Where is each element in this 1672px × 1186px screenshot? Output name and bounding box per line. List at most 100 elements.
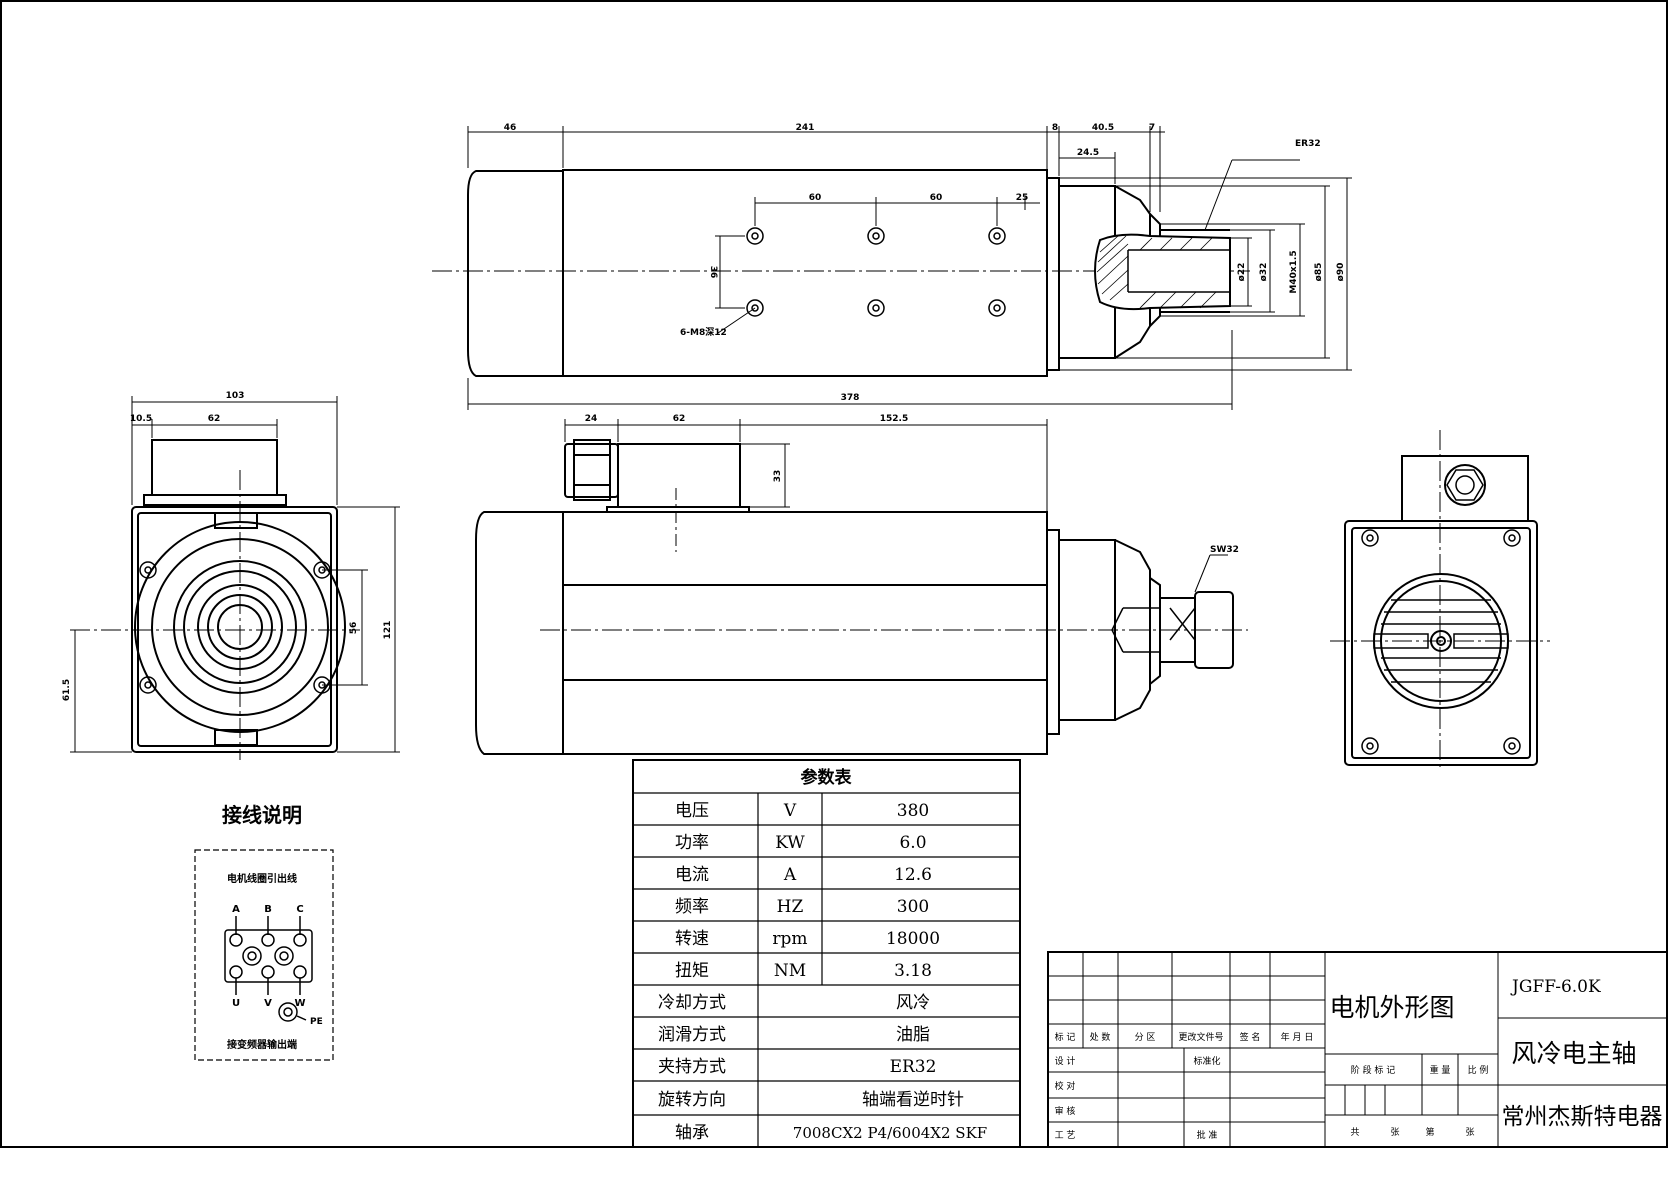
tb-scale: 比 例 — [1468, 1064, 1489, 1076]
dim-241: 241 — [796, 123, 815, 133]
dia-90: ø90 — [1336, 263, 1346, 282]
param-value: ER32 — [890, 1057, 937, 1077]
top-view — [432, 169, 1250, 377]
dim-61-5: 61.5 — [62, 679, 72, 701]
param-value: 12.6 — [894, 865, 932, 885]
end-view-dimensions — [70, 396, 400, 753]
front-view-labels: 24 62 152.5 33 SW32 — [585, 414, 1239, 555]
drawing-code: JGFF-6.0K — [1510, 977, 1601, 997]
tb-stage: 阶 段 标 记 — [1351, 1064, 1396, 1076]
label-pe: PE — [310, 1017, 323, 1027]
param-name: 润滑方式 — [658, 1025, 726, 1045]
tb-standard: 标准化 — [1193, 1055, 1220, 1067]
param-name: 转速 — [675, 929, 709, 949]
param-value: 6.0 — [899, 833, 926, 853]
dim-10-5: 10.5 — [130, 414, 152, 424]
end-view-left — [70, 439, 360, 760]
dim-24-5: 24.5 — [1077, 148, 1099, 158]
dim-60b: 60 — [930, 193, 943, 203]
param-name: 冷却方式 — [658, 993, 726, 1013]
param-unit: KW — [775, 833, 805, 853]
tb-count: 处 数 — [1090, 1031, 1111, 1043]
param-name: 扭矩 — [675, 961, 709, 981]
thread-m40: M40x1.5 — [1289, 250, 1299, 293]
top-view-labels: 46 241 8 40.5 7 24.5 60 60 25 36 378 6-M… — [504, 123, 1346, 403]
dim-378: 378 — [841, 393, 860, 403]
param-table: 参数表 电压 V 380 功率 KW 6.0 电流 A 12.6 频率 HZ 3… — [632, 759, 1021, 1148]
wiring-title: 接线说明 — [222, 803, 302, 827]
dim-103: 103 — [226, 391, 245, 401]
collet-label: ER32 — [1295, 139, 1321, 149]
param-name: 夹持方式 — [658, 1057, 726, 1077]
param-unit: V — [783, 801, 797, 821]
label-v: V — [264, 998, 272, 1009]
param-unit: rpm — [772, 929, 807, 949]
dim-33: 33 — [773, 470, 783, 483]
tb-weight: 重 量 — [1430, 1064, 1451, 1076]
param-name: 电压 — [675, 801, 709, 821]
dia-85: ø85 — [1314, 263, 1324, 282]
top-view-dimensions — [467, 126, 1352, 410]
dim-24: 24 — [585, 414, 598, 424]
param-name: 电流 — [675, 865, 709, 885]
tb-no: 第 — [1425, 1126, 1434, 1138]
front-view-dimensions — [564, 419, 1228, 593]
company-name: 常州杰斯特电器 — [1502, 1104, 1663, 1130]
param-value: 300 — [897, 897, 929, 917]
drawing-name: 电机外形图 — [1329, 993, 1454, 1022]
tb-review: 审 核 — [1055, 1105, 1076, 1117]
tb-date: 年 月 日 — [1281, 1031, 1314, 1043]
collet-hatch — [1096, 235, 1217, 309]
label-u: U — [232, 998, 240, 1009]
tb-change-doc: 更改文件号 — [1178, 1031, 1223, 1043]
tb-design: 设 计 — [1055, 1055, 1076, 1067]
dim-40-5: 40.5 — [1092, 123, 1114, 133]
param-name: 轴承 — [675, 1123, 709, 1143]
label-b: B — [264, 904, 272, 915]
dia-22: ø22 — [1237, 263, 1247, 282]
param-value: 3.18 — [894, 961, 932, 981]
dim-46: 46 — [504, 123, 517, 133]
tb-approve: 批 准 — [1197, 1129, 1218, 1141]
wiring-box-title: 电机线圈引出线 — [227, 872, 297, 885]
dim-36: 36 — [708, 266, 718, 279]
dim-56: 56 — [349, 622, 359, 635]
dim-7: 7 — [1149, 123, 1155, 133]
tb-sheets: 张 — [1390, 1127, 1399, 1138]
dim-152-5: 152.5 — [880, 414, 908, 424]
dia-32: ø32 — [1259, 263, 1269, 282]
wiring-diagram: 接线说明 电机线圈引出线 A B C U V W PE 接变频器输出端 — [194, 803, 334, 1061]
label-c: C — [296, 904, 303, 915]
tb-zone: 分 区 — [1135, 1032, 1156, 1043]
front-view — [475, 439, 1248, 755]
dim-121: 121 — [383, 621, 393, 640]
product-name: 风冷电主轴 — [1511, 1039, 1636, 1068]
param-name: 频率 — [675, 897, 709, 917]
wiring-footer: 接变频器输出端 — [227, 1038, 297, 1051]
param-value: 7008CX2 P4/6004X2 SKF — [793, 1124, 987, 1142]
dim-62-end: 62 — [208, 414, 221, 424]
param-unit: A — [783, 865, 797, 885]
param-value: 油脂 — [896, 1025, 930, 1045]
param-unit: HZ — [777, 897, 804, 917]
title-block: 标 记 处 数 分 区 更改文件号 签 名 年 月 日 设 计 校 对 审 核 … — [1047, 951, 1668, 1148]
dim-60a: 60 — [809, 193, 822, 203]
tb-total: 共 — [1350, 1127, 1359, 1138]
tb-sheet: 张 — [1465, 1127, 1474, 1138]
label-a: A — [232, 904, 240, 915]
dim-62: 62 — [673, 414, 686, 424]
fan-view — [1330, 430, 1550, 770]
nut-label: SW32 — [1210, 545, 1239, 555]
tb-sign: 签 名 — [1240, 1031, 1261, 1043]
param-value: 风冷 — [896, 993, 930, 1013]
param-value: 轴端看逆时针 — [862, 1090, 964, 1110]
param-rows: 电压 V 380 功率 KW 6.0 电流 A 12.6 频率 HZ 300 转… — [658, 801, 987, 1143]
tb-mark: 标 记 — [1055, 1031, 1076, 1043]
param-title: 参数表 — [801, 767, 853, 788]
param-value: 18000 — [886, 929, 940, 949]
tb-check: 校 对 — [1055, 1080, 1076, 1092]
param-unit: NM — [774, 961, 806, 981]
param-name: 旋转方向 — [658, 1090, 726, 1110]
dim-8: 8 — [1052, 123, 1058, 133]
